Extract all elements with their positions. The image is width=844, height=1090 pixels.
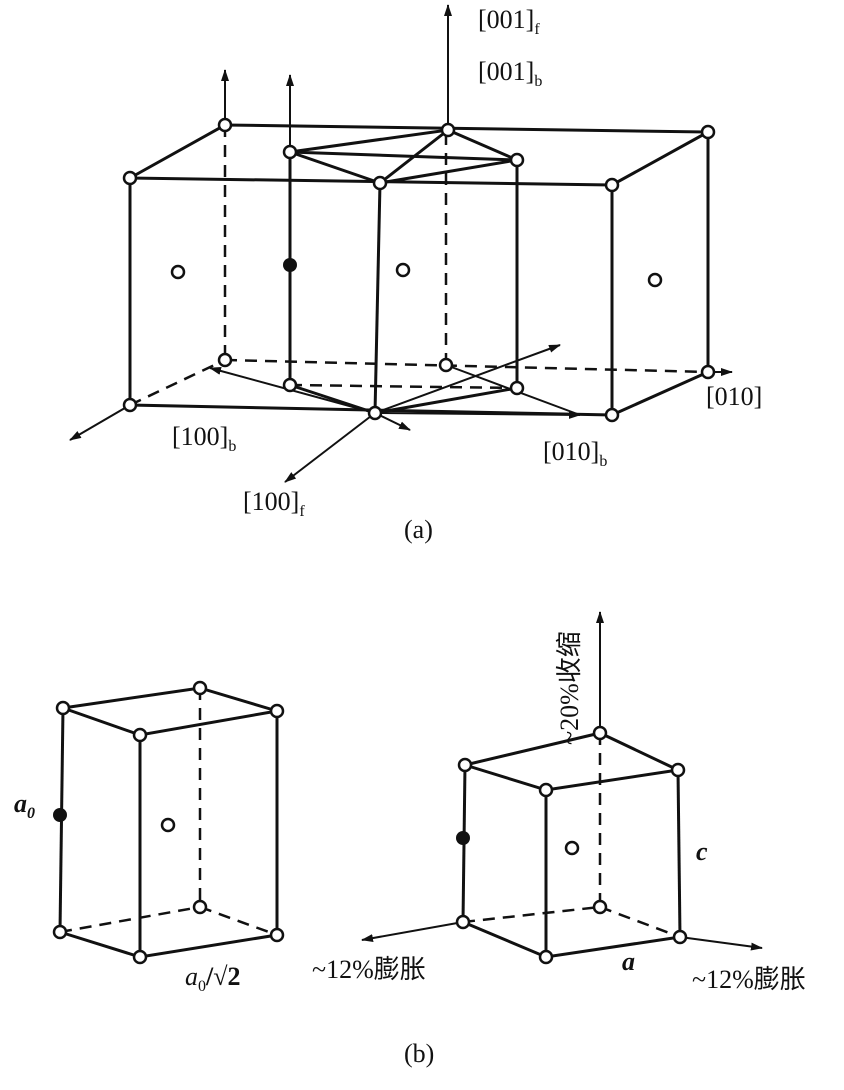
- label-a0: a0: [14, 789, 35, 822]
- caption-a: (a): [404, 515, 433, 544]
- panel-b-bct-cell: ~20%收缩 ~12%膨胀 ~12%膨胀 c a: [312, 611, 806, 994]
- panel-a-lattice: [001]f [001]b [100]b [100]f [010]b [010]…: [69, 4, 762, 544]
- panel-b-fcc-cell: a0 a0/√2: [14, 680, 285, 995]
- expansion-left-arrow: [361, 921, 464, 943]
- label-001b: [001]b: [478, 57, 542, 90]
- label-expansion-right: ~12%膨胀: [692, 965, 806, 994]
- label-001f: [001]f: [478, 5, 540, 38]
- label-a: a: [622, 947, 635, 976]
- label-100b: [100]b: [172, 422, 236, 455]
- caption-b: (b): [404, 1039, 434, 1068]
- expansion-right-arrow: [679, 936, 763, 951]
- label-100f: [100]f: [243, 487, 305, 520]
- label-010b: [010]b: [543, 437, 607, 470]
- label-c: c: [696, 837, 708, 866]
- axis-100b-arrow: [69, 404, 131, 441]
- label-expansion-left: ~12%膨胀: [312, 955, 426, 984]
- axis-100f-arrow: [284, 412, 376, 483]
- label-contraction: ~20%收缩: [555, 631, 584, 745]
- lattice-atoms: [122, 117, 716, 423]
- label-010: [010]: [706, 382, 762, 411]
- axis-arrow: [374, 344, 561, 414]
- label-a0-sqrt2: a0/√2: [185, 962, 241, 995]
